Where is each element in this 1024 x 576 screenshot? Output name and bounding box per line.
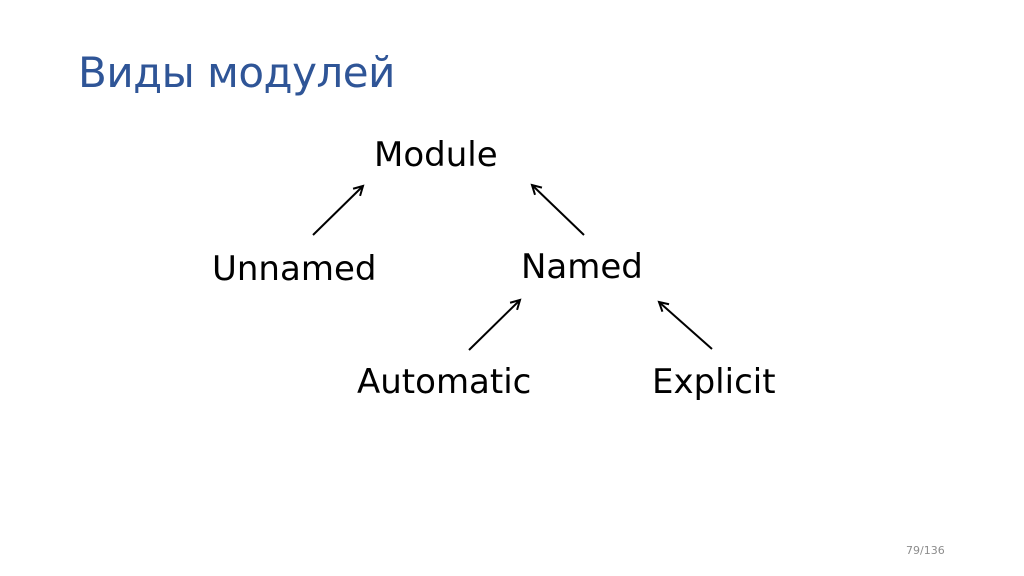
node-named: Named bbox=[521, 247, 643, 287]
arrow-automatic-to-named bbox=[468, 300, 520, 351]
slide-title: Виды модулей bbox=[78, 48, 395, 97]
arrow-explicit-to-named bbox=[659, 302, 713, 350]
page-number: 79/136 bbox=[906, 544, 945, 557]
node-module: Module bbox=[374, 135, 498, 175]
node-automatic: Automatic bbox=[357, 362, 532, 402]
node-explicit: Explicit bbox=[652, 362, 776, 402]
node-unnamed: Unnamed bbox=[212, 249, 377, 289]
arrow-unnamed-to-module bbox=[312, 186, 363, 236]
arrow-named-to-module bbox=[532, 185, 585, 236]
